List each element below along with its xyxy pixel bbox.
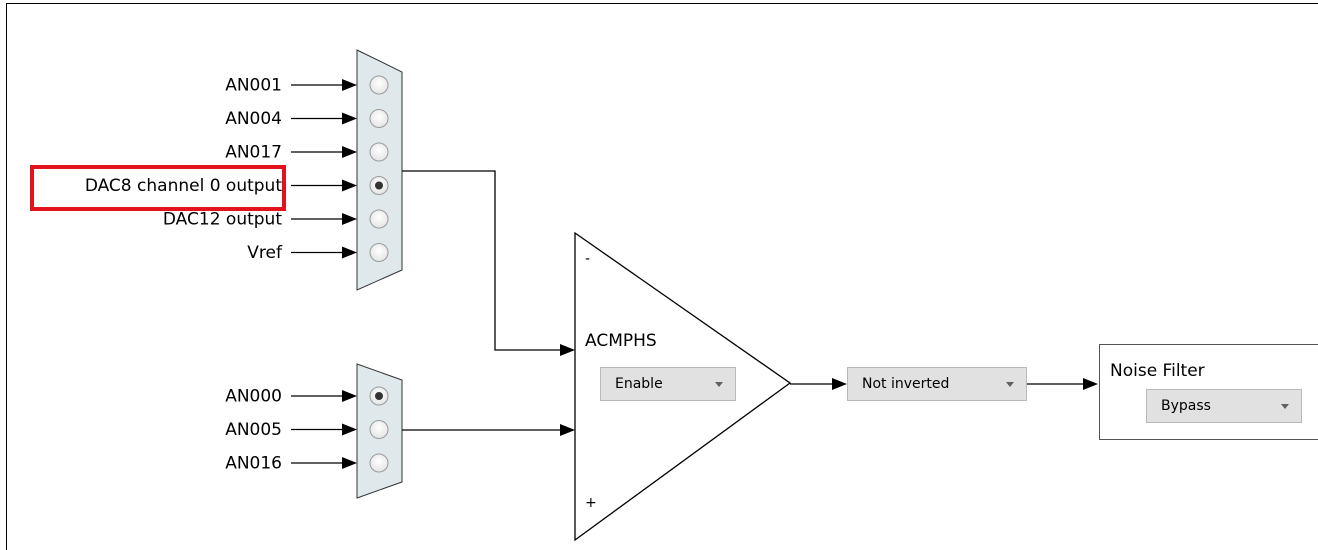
noise-filter-panel: Noise Filter Bypass (1099, 344, 1318, 440)
radio-unselected[interactable] (369, 142, 389, 162)
polarity-input-arrowhead (832, 378, 847, 390)
radio-unselected[interactable] (369, 420, 389, 439)
mux-input-label: AN017 (225, 143, 282, 163)
radio-unselected[interactable] (369, 109, 389, 128)
radio-dot (375, 392, 383, 400)
mux-input-label: AN001 (225, 76, 282, 96)
comparator-minus-sign: - (585, 251, 591, 267)
frame-border-top (6, 3, 1318, 4)
frame-border-left (6, 3, 7, 550)
mux-input-row[interactable]: AN005 (225, 420, 389, 440)
comparator-input1-arrowhead (560, 344, 575, 356)
radio-unselected[interactable] (369, 243, 389, 262)
radio-unselected[interactable] (369, 75, 389, 95)
comparator-title: ACMPHS (585, 331, 657, 351)
mux-input-label: DAC8 channel 0 output (85, 176, 283, 196)
mux-input-arrowhead (342, 179, 357, 192)
mux-input-row[interactable]: AN017 (225, 142, 389, 163)
mux-input-row[interactable]: AN016 (225, 453, 389, 474)
comparator-enable-dropdown[interactable]: Enable (600, 367, 736, 401)
mux-input-arrowhead (342, 146, 357, 158)
mux-input-row[interactable]: DAC12 output (163, 209, 389, 230)
mux-input-row[interactable]: AN000 (225, 386, 389, 407)
polarity-value: Not inverted (862, 376, 950, 392)
noise-filter-value: Bypass (1161, 398, 1211, 414)
comparator-enable-value: Enable (615, 376, 663, 392)
mux-input-arrowhead (342, 457, 357, 469)
chevron-down-icon (715, 382, 723, 387)
mux-input-arrowhead (342, 423, 357, 436)
chevron-down-icon (1281, 404, 1289, 409)
mux-input-arrowhead (342, 79, 357, 91)
radio-unselected[interactable] (369, 453, 389, 473)
radio-dot (375, 181, 383, 190)
mux-input-arrowhead (342, 112, 357, 125)
mux-input-row[interactable]: Vref (247, 243, 389, 263)
mux-input-arrowhead (342, 390, 357, 402)
mux-input-label: AN004 (225, 109, 282, 129)
noise-filter-dropdown[interactable]: Bypass (1146, 389, 1302, 423)
comparator-input2-arrowhead (560, 424, 575, 436)
mux-input-arrowhead (342, 213, 357, 225)
polarity-dropdown[interactable]: Not inverted (847, 367, 1027, 401)
radio-unselected[interactable] (369, 209, 389, 229)
mux-input-label: Vref (247, 243, 283, 263)
mux-input-label: AN005 (225, 420, 282, 440)
selected-input-highlight (30, 165, 286, 211)
noise-filter-title: Noise Filter (1110, 361, 1205, 381)
noise-filter-input-arrowhead (1083, 378, 1098, 390)
mux-input-row[interactable]: DAC8 channel 0 output (85, 176, 389, 196)
mux-input-arrowhead (342, 246, 357, 259)
mux-input-label: AN016 (225, 454, 282, 474)
mux-top-body (356, 49, 403, 291)
mux-input-row[interactable]: AN001 (225, 75, 389, 96)
mux-input-label: AN000 (225, 387, 282, 407)
mux-top-output-wire (402, 170, 560, 351)
chevron-down-icon (1006, 382, 1014, 387)
mux-input-label: DAC12 output (163, 210, 282, 230)
mux-input-row[interactable]: AN004 (225, 109, 389, 129)
comparator-plus-sign: + (585, 495, 597, 511)
